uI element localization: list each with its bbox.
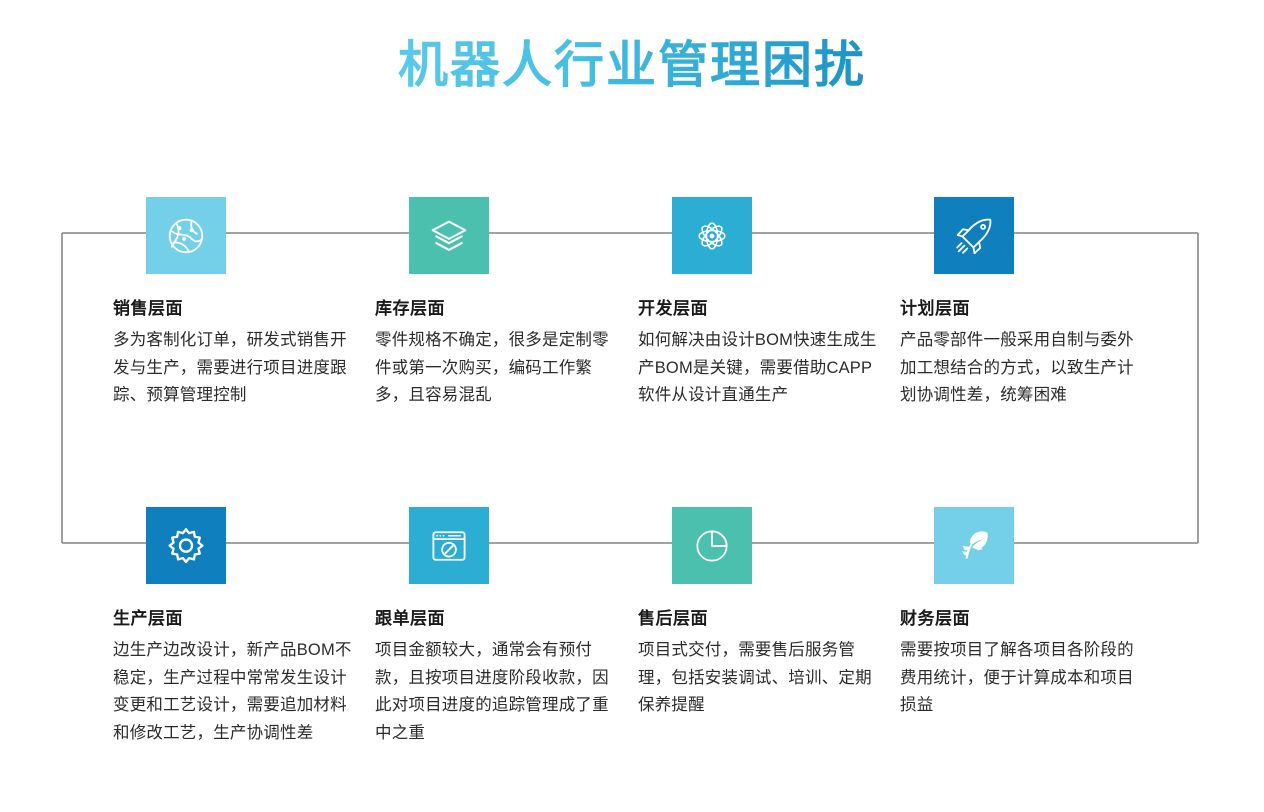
card-heading: 销售层面 <box>113 299 183 318</box>
rocket-icon <box>951 213 997 259</box>
page-title: 机器人行业管理困扰 <box>398 37 866 93</box>
icon-box-after-sales <box>672 507 752 584</box>
card-heading: 财务层面 <box>900 609 970 628</box>
card-body: 如何解决由设计BOM快速生成生产BOM是关键，需要借助CAPP软件从设计直通生产 <box>638 331 877 405</box>
card-body: 零件规格不确定，很多是定制零件或第一次购买，编码工作繁多，且容易混乱 <box>375 331 609 405</box>
atom-molecule-icon <box>690 214 734 258</box>
card-heading: 计划层面 <box>900 299 970 318</box>
card-body: 多为客制化订单，研发式销售开发与生产，需要进行项目进度跟踪、预算管理控制 <box>113 331 347 405</box>
card-planning: 计划层面 产品零部件一般采用自制与委外加工想结合的方式，以致生产计划协调性差，统… <box>900 197 1145 410</box>
feather-icon <box>952 524 996 568</box>
browser-compass-icon <box>427 524 471 568</box>
card-sales: 销售层面 多为客制化订单，研发式销售开发与生产，需要进行项目进度跟踪、预算管理控… <box>113 197 358 410</box>
card-finance: 财务层面 需要按项目了解各项目各阶段的费用统计，便于计算成本和项目损益 <box>900 507 1145 720</box>
card-production: 生产层面 边生产边改设计，新产品BOM不稳定，生产过程中常常发生设计变更和工艺设… <box>113 507 358 747</box>
card-body: 需要按项目了解各项目各阶段的费用统计，便于计算成本和项目损益 <box>900 641 1134 715</box>
page-title-container: 机器人行业管理困扰 <box>0 36 1264 94</box>
icon-box-development <box>672 197 752 274</box>
card-heading: 库存层面 <box>375 299 445 318</box>
icon-box-sales <box>146 197 226 274</box>
card-heading: 跟单层面 <box>375 609 445 628</box>
icon-box-production <box>146 507 226 584</box>
pie-chart-icon <box>690 524 734 568</box>
card-after-sales: 售后层面 项目式交付，需要售后服务管理，包括安装调试、培训、定期保养提醒 <box>638 507 883 720</box>
card-heading: 生产层面 <box>113 609 183 628</box>
card-body: 产品零部件一般采用自制与委外加工想结合的方式，以致生产计划协调性差，统筹困难 <box>900 331 1134 405</box>
icon-box-finance <box>934 507 1014 584</box>
icon-box-planning <box>934 197 1014 274</box>
globe-network-icon <box>163 213 209 259</box>
layers-stack-icon <box>426 213 472 259</box>
icon-box-inventory <box>409 197 489 274</box>
card-heading: 开发层面 <box>638 299 708 318</box>
card-development: 开发层面 如何解决由设计BOM快速生成生产BOM是关键，需要借助CAPP软件从设… <box>638 197 883 410</box>
card-body: 边生产边改设计，新产品BOM不稳定，生产过程中常常发生设计变更和工艺设计，需要追… <box>113 641 352 742</box>
card-heading: 售后层面 <box>638 609 708 628</box>
card-body: 项目式交付，需要售后服务管理，包括安装调试、培训、定期保养提醒 <box>638 641 872 715</box>
gear-icon <box>163 523 209 569</box>
card-inventory: 库存层面 零件规格不确定，很多是定制零件或第一次购买，编码工作繁多，且容易混乱 <box>375 197 620 410</box>
icon-box-order-tracking <box>409 507 489 584</box>
card-order-tracking: 跟单层面 项目金额较大，通常会有预付款，且按项目进度阶段收款，因此对项目进度的追… <box>375 507 620 747</box>
card-body: 项目金额较大，通常会有预付款，且按项目进度阶段收款，因此对项目进度的追踪管理成了… <box>375 641 609 742</box>
